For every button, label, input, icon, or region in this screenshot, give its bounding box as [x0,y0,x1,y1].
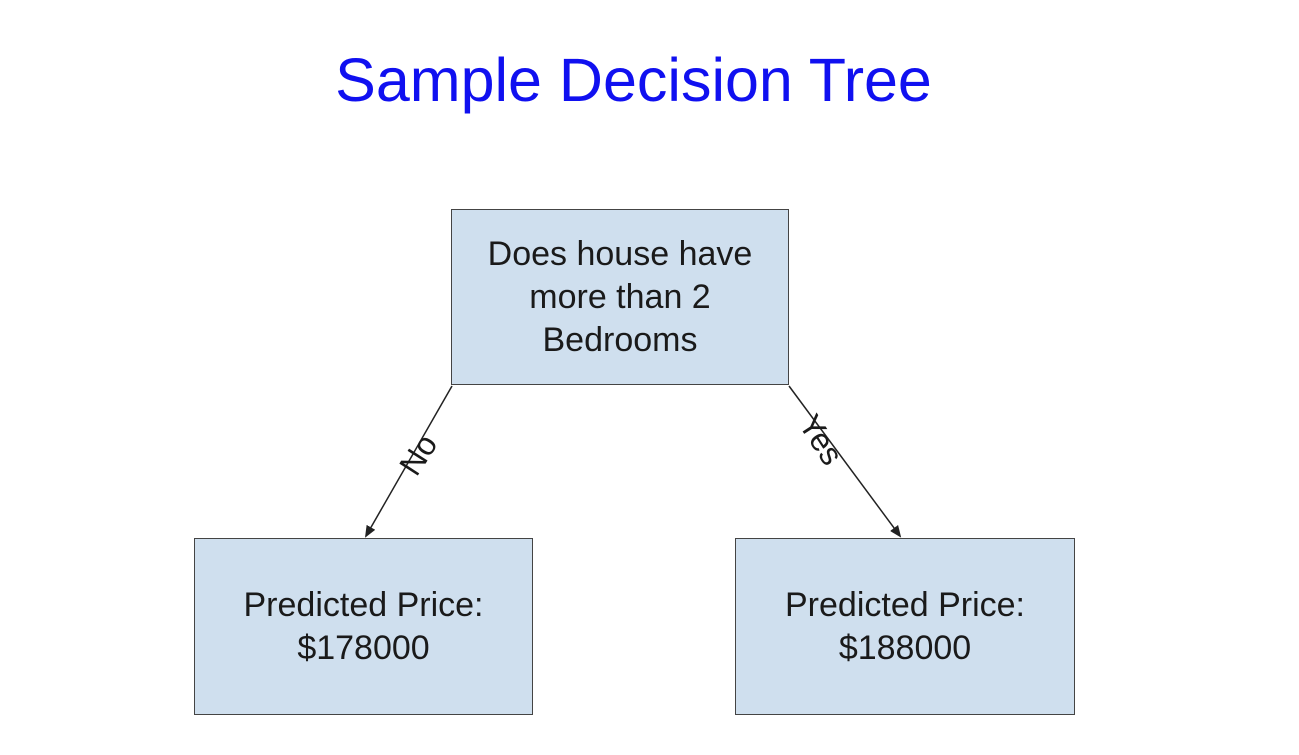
diagram-title: Sample Decision Tree [335,46,932,114]
edge-no-arrow [365,385,453,538]
edge-yes-arrow [788,385,902,538]
root-node: Does house have more than 2 Bedrooms [451,209,789,385]
leaf-node-no: Predicted Price: $178000 [194,538,533,715]
leaf-node-no-text: Predicted Price: $178000 [243,585,484,667]
leaf-node-yes-text: Predicted Price: $188000 [785,585,1025,667]
root-node-text: Does house have more than 2 Bedrooms [487,234,753,359]
leaf-node-yes: Predicted Price: $188000 [735,538,1075,715]
